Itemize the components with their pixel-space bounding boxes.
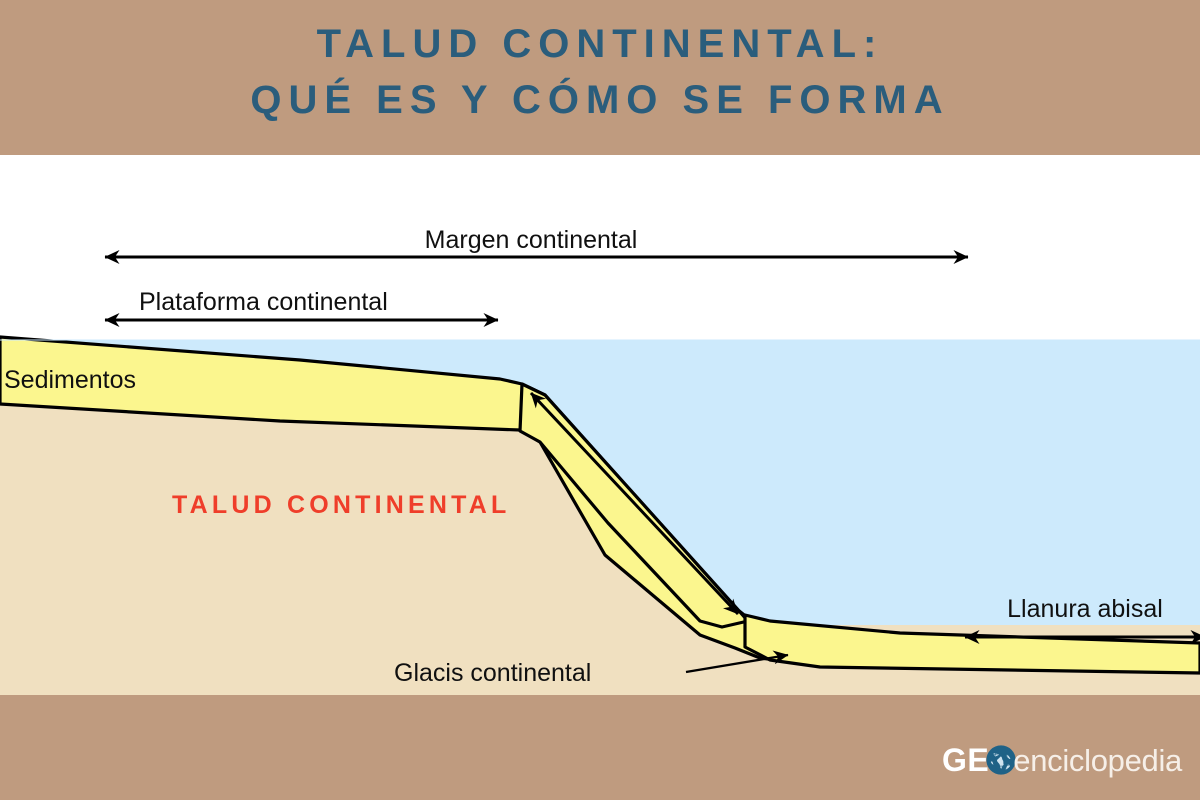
sky-area (0, 155, 1200, 341)
label-margen-continental: Margen continental (425, 226, 638, 254)
geoenciclopedia-logo[interactable]: GE enciclopedia (942, 740, 1182, 780)
abyssal-sediment-wedge (743, 613, 1200, 675)
label-sedimentos: Sedimentos (4, 366, 136, 394)
talud-slope-arrow (529, 391, 740, 616)
logo-word-text: enciclopedia (1013, 742, 1182, 778)
label-glacis-continental: Glacis continental (394, 659, 591, 687)
glacis-pointer-arrow (685, 650, 789, 674)
label-talud-continental: TALUD CONTINENTAL (172, 491, 511, 519)
label-plataforma-continental: Plataforma continental (139, 288, 388, 316)
logo-geo-text: GE (942, 742, 990, 778)
label-llanura-abisal: Llanura abisal (1007, 595, 1163, 623)
header-band: TALUD CONTINENTAL: QUÉ ES Y CÓMO SE FORM… (0, 0, 1200, 155)
globe-icon (986, 745, 1016, 775)
continental-margin-diagram: Margen continental Plataforma continenta… (0, 155, 1200, 800)
page-title: TALUD CONTINENTAL: QUÉ ES Y CÓMO SE FORM… (250, 22, 950, 122)
